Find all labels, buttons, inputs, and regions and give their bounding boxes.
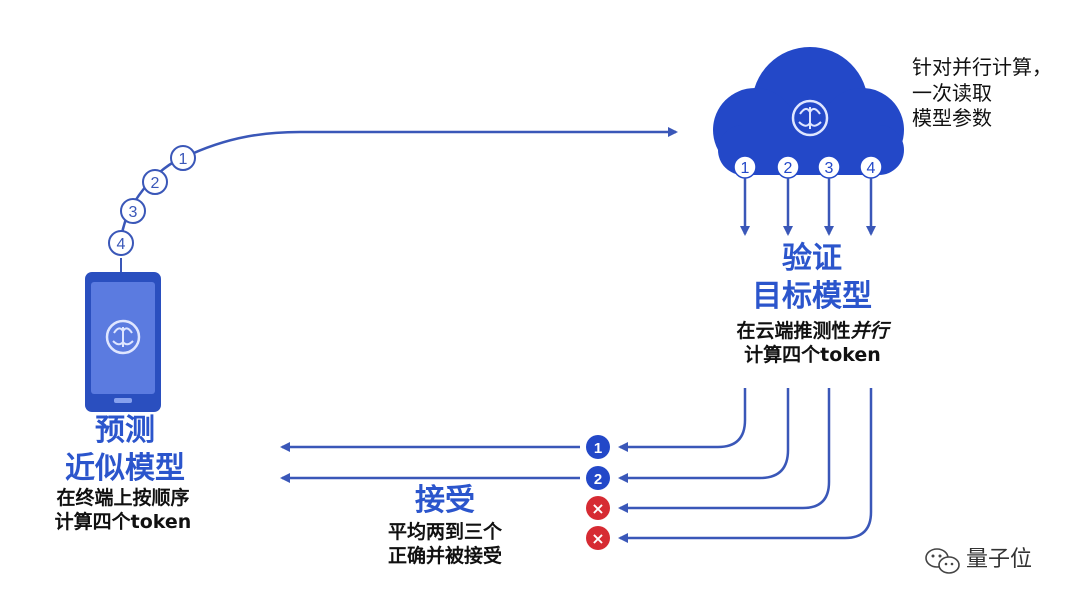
token-label: 2: [784, 160, 793, 177]
return-arrow-1: [618, 388, 747, 452]
token-circle-4: 4: [108, 230, 134, 256]
watermark-text: 量子位: [966, 547, 1033, 572]
token-label: 2: [151, 175, 160, 192]
result-rejected-4: ×: [586, 526, 610, 550]
draft-model-title: 预测 近似模型: [30, 412, 220, 487]
cloud-icon: [713, 47, 904, 175]
target-desc-emphasis: 并行: [850, 320, 889, 342]
token-circle-2: 2: [142, 169, 168, 195]
brain-icon: [791, 99, 829, 137]
result-label: ×: [591, 499, 604, 518]
parallel-note-line1: 针对并行计算，: [912, 55, 1052, 79]
cloud-token-4: 4: [859, 155, 883, 179]
parallel-note-line2: 一次读取: [912, 80, 992, 105]
result-label: 2: [594, 471, 602, 488]
token-label: 3: [129, 204, 138, 221]
send-tokens-arrow: [119, 127, 678, 244]
token-circle-1: 1: [170, 145, 196, 171]
result-accepted-2: 2: [586, 466, 610, 490]
accept-title: 接受: [415, 483, 475, 518]
return-arrow-3: [618, 388, 831, 513]
parallel-note-line3: 模型参数: [912, 106, 992, 131]
cloud-token-1: 1: [733, 155, 757, 179]
token-label: 4: [117, 236, 126, 253]
cloud-token-3: 3: [817, 155, 841, 179]
draft-model-title-line1: 预测: [95, 413, 155, 448]
wechat-icon: [925, 548, 960, 574]
draft-model-title-line2: 近似模型: [65, 450, 185, 486]
accept-desc-line1: 平均两到三个: [387, 521, 502, 543]
cloud-token-2: 2: [776, 155, 800, 179]
result-rejected-3: ×: [586, 496, 610, 520]
draft-model-description: 在终端上按顺序 计算四个token: [18, 487, 228, 535]
target-model-description: 在云端推测性并行 计算四个token: [700, 320, 925, 368]
result-label: 1: [594, 440, 602, 457]
return-arrow-4: [618, 388, 873, 543]
token-label: 4: [867, 160, 876, 177]
draft-desc-line2: 计算四个token: [54, 510, 192, 533]
token-label: 3: [825, 160, 834, 177]
parallel-note: 针对并行计算， 一次读取 模型参数: [912, 55, 1072, 132]
result-label: ×: [591, 529, 604, 548]
target-desc-line2: 计算四个token: [744, 343, 881, 366]
draft-desc-line1: 在终端上按顺序: [56, 487, 190, 509]
token-label: 1: [179, 151, 188, 168]
accept-description: 平均两到三个 正确并被接受: [355, 521, 535, 569]
return-arrow-2: [618, 388, 790, 483]
accept-desc-line2: 正确并被接受: [387, 544, 502, 567]
token-label: 1: [741, 160, 750, 177]
target-model-title-line2: 目标模型: [752, 278, 872, 314]
token-circle-3: 3: [120, 198, 146, 224]
target-model-title: 验证 目标模型: [712, 240, 912, 315]
target-desc-line1: 在云端推测性并行: [700, 320, 925, 344]
target-model-title-line1: 验证: [782, 241, 842, 276]
result-accepted-1: 1: [586, 435, 610, 459]
target-desc-prefix: 在云端推测性: [736, 320, 851, 342]
brain-icon: [105, 319, 141, 355]
